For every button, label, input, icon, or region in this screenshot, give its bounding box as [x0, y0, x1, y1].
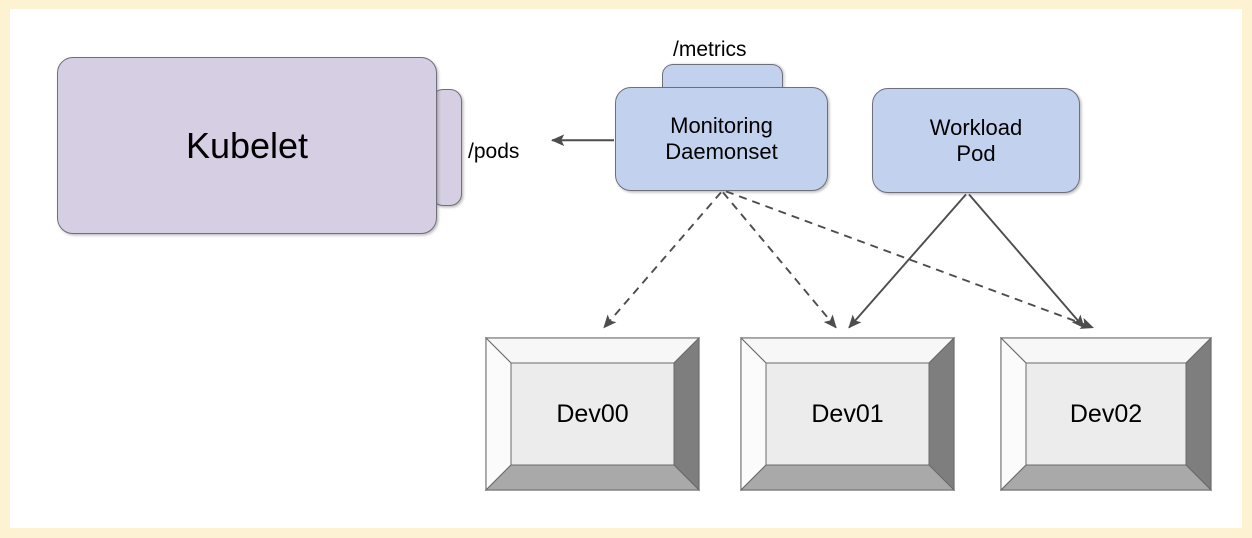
device-label: Dev02: [1069, 399, 1143, 428]
edge-workload-to-dev02: [968, 193, 1085, 329]
edge-monitoring-to-dev02: [725, 190, 1094, 329]
diagram-canvas: Kubelet /pods /metrics Monitoring Daemon…: [10, 9, 1242, 528]
device-bevel-icon: [740, 337, 955, 491]
label-pods: /pods: [468, 140, 520, 163]
node-workload-pod[interactable]: Workload Pod: [872, 88, 1080, 193]
edge-workload-to-dev01: [848, 193, 967, 329]
device-bevel-icon: [1000, 337, 1212, 491]
device-node-dev02[interactable]: Dev02: [1000, 337, 1212, 491]
device-label: Dev01: [811, 399, 884, 428]
device-node-dev01[interactable]: Dev01: [740, 337, 955, 491]
edge-monitoring-to-dev00: [603, 191, 722, 329]
device-node-dev00[interactable]: Dev00: [485, 337, 700, 491]
device-bevel-icon: [485, 337, 700, 491]
node-monitoring-daemonset-label: Monitoring Daemonset: [665, 113, 778, 164]
node-workload-pod-label: Workload Pod: [929, 114, 1023, 166]
node-monitoring-daemonset[interactable]: Monitoring Daemonset: [615, 87, 828, 191]
node-kubelet-label: Kubelet: [185, 124, 309, 166]
label-metrics: /metrics: [673, 38, 747, 61]
device-label: Dev00: [556, 399, 629, 428]
node-kubelet[interactable]: Kubelet: [57, 57, 437, 234]
edge-monitoring-to-dev01: [722, 191, 837, 329]
